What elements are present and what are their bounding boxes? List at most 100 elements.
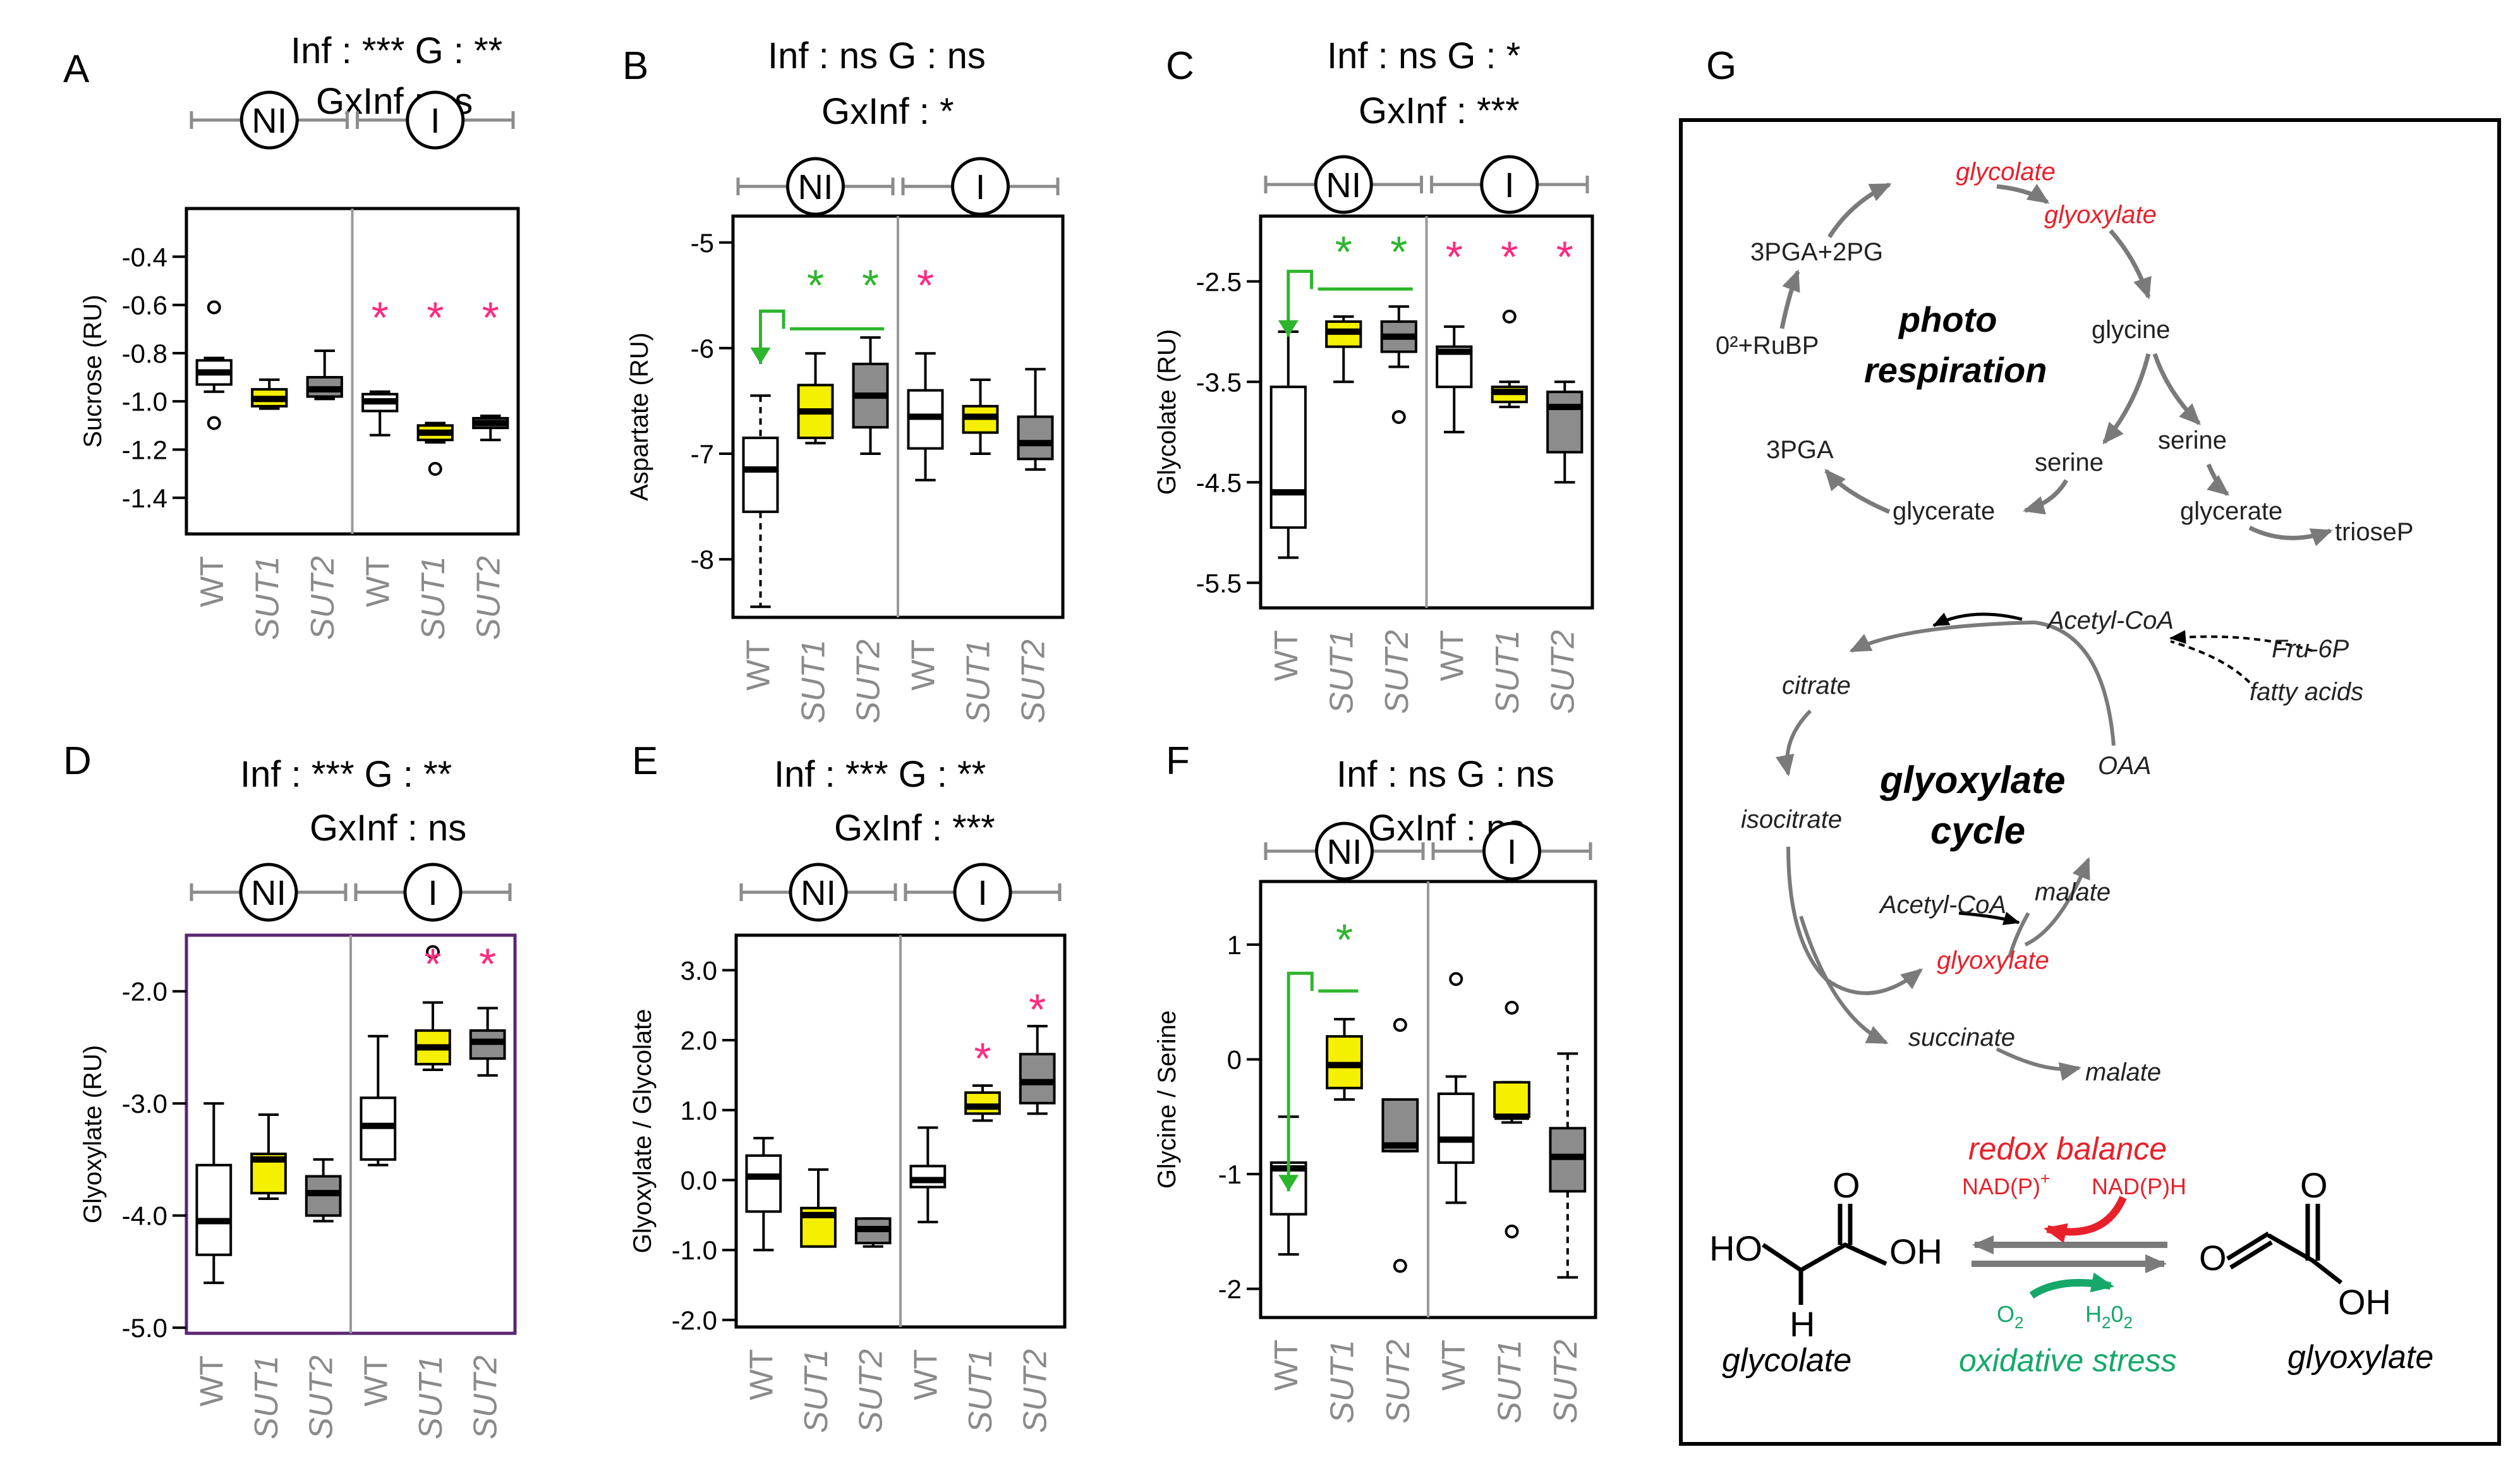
redox-red-arrow <box>2044 1196 2127 1244</box>
sig-arrowhead <box>1278 320 1299 337</box>
y-tick-label: -4.5 <box>1196 468 1242 497</box>
photo-rubp: 0²+RuBP <box>1716 332 1819 360</box>
y-tick-label: -0.4 <box>122 242 167 272</box>
y-axis-label: Aspartate (RU) <box>626 332 653 501</box>
stats-line-2: GxInf : ns <box>310 808 466 849</box>
box-sut1: SUT1 <box>798 1168 837 1433</box>
box-body <box>1546 391 1584 454</box>
x-tick-label: SUT1 <box>249 556 286 640</box>
outlier-point <box>1505 1224 1519 1239</box>
x-tick-label: SUT2 <box>1380 1340 1417 1424</box>
outlier-point <box>1393 1259 1407 1273</box>
photo-triosep: trioseP <box>2335 518 2414 546</box>
cycle-citrate: citrate <box>1782 672 1851 700</box>
group-label: NI <box>1326 165 1361 205</box>
box-body <box>909 1165 947 1189</box>
panel-letter: B <box>622 44 648 88</box>
sig-connector <box>1287 971 1314 1192</box>
group-label: I <box>428 873 438 912</box>
y-axis-label: Glyoxylate / Glycolate <box>629 1009 657 1254</box>
box-sut1: SUT1 <box>415 421 454 640</box>
significance-star: * <box>1501 233 1518 282</box>
significance-star: * <box>479 939 496 988</box>
y-tick-label: -5 <box>691 228 714 258</box>
cycle-succinate: succinate <box>1908 1024 2015 1051</box>
sig-arrowhead <box>1278 1175 1299 1192</box>
x-tick-label: SUT2 <box>1548 1340 1584 1424</box>
box-sut2: SUT2 <box>468 1007 506 1439</box>
photo-serine-1: serine <box>2035 449 2104 476</box>
x-tick-label: WT <box>906 639 942 691</box>
outlier-point <box>428 462 442 476</box>
y-tick-label: 1.0 <box>681 1096 717 1125</box>
cycle-oaa-arc <box>2034 621 2116 746</box>
x-tick-label: SUT2 <box>851 639 887 724</box>
redox-stress: oxidative stress <box>1959 1343 2177 1378</box>
svg-text:HO: HO <box>1709 1228 1762 1268</box>
box-body <box>1493 1081 1530 1118</box>
box-body <box>742 436 779 513</box>
x-tick-label: SUT1 <box>960 639 997 724</box>
sig-connector <box>1287 269 1313 337</box>
box-sut2: SUT2 <box>1380 1017 1419 1424</box>
photo-title-line1: photo <box>1898 300 1997 339</box>
svg-text:O: O <box>2199 1238 2227 1278</box>
y-tick-label: -1.2 <box>122 435 167 464</box>
svg-text:OH: OH <box>1889 1232 1942 1271</box>
group-label: I <box>430 100 440 140</box>
svg-text:O: O <box>2300 1165 2328 1205</box>
group-circle <box>951 157 1010 216</box>
box-sut1: SUT1 <box>1492 1000 1530 1424</box>
x-tick-label: SUT1 <box>1324 1340 1361 1424</box>
photo-title-line2: respiration <box>1864 350 2047 390</box>
box-wt: WT <box>1436 972 1475 1391</box>
y-axis-label: Sucrose (RU) <box>79 294 107 447</box>
photorespiration-cycle: glycolate glyoxylate 3PGA+2PG 0²+RuBP gl… <box>1716 158 2414 547</box>
outlier-point <box>1449 972 1463 986</box>
group-label: NI <box>251 100 287 140</box>
stats-line-2: GxInf : *** <box>834 808 995 849</box>
box-sut2: SUT2 <box>470 415 509 640</box>
x-tick-label: WT <box>741 639 777 691</box>
x-tick-label: WT <box>1434 630 1470 681</box>
stats-line-1: Inf : ns G : ns <box>768 35 986 76</box>
cycle-acetyl-coa-2: Acetyl-CoA <box>1879 891 2006 919</box>
box-sut2: SUT2 <box>303 1158 342 1439</box>
svg-text:O: O <box>1832 1165 1860 1205</box>
significance-star: * <box>372 293 389 342</box>
x-tick-label: WT <box>193 1355 230 1407</box>
photo-3pga-2pg: 3PGA+2PG <box>1750 238 1883 266</box>
panel-letter: C <box>1166 44 1194 88</box>
x-tick-label: WT <box>1268 630 1305 681</box>
outlier-point <box>1393 1017 1407 1032</box>
glyoxylate-label: glyoxylate <box>2287 1339 2433 1376</box>
y-tick-label: -1.0 <box>672 1235 717 1265</box>
cycle-isocitrate: isocitrate <box>1741 806 1842 833</box>
x-tick-label: WT <box>1268 1340 1305 1391</box>
significance-star: * <box>862 261 879 310</box>
outlier-point <box>207 416 221 430</box>
stats-line-1: Inf : *** G : ** <box>291 30 502 71</box>
group-label: I <box>1505 165 1515 205</box>
box-sut2: SUT2 <box>1548 1052 1587 1424</box>
group-label: NI <box>1327 832 1362 871</box>
significance-star: * <box>1556 233 1573 282</box>
group-circle <box>406 90 465 150</box>
box-body <box>1017 415 1054 461</box>
x-tick-label: WT <box>743 1349 780 1400</box>
box-wt: WT <box>743 1137 782 1400</box>
box-sut2: SUT2 <box>853 1217 892 1433</box>
box-sut2: SUT2 <box>1017 1024 1056 1433</box>
group-label: I <box>976 167 986 207</box>
cycle-acetyl-coa-1: Acetyl-CoA <box>2046 607 2174 634</box>
x-tick-label: WT <box>1436 1340 1472 1391</box>
x-tick-label: WT <box>358 1355 394 1407</box>
box-wt: WT <box>360 390 399 607</box>
cycle-malate-1: malate <box>2035 878 2111 906</box>
y-tick-label: 3.0 <box>681 955 717 985</box>
y-axis-label: Glycine / Serine <box>1153 1010 1181 1189</box>
photo-glycine: glycine <box>2092 316 2171 344</box>
